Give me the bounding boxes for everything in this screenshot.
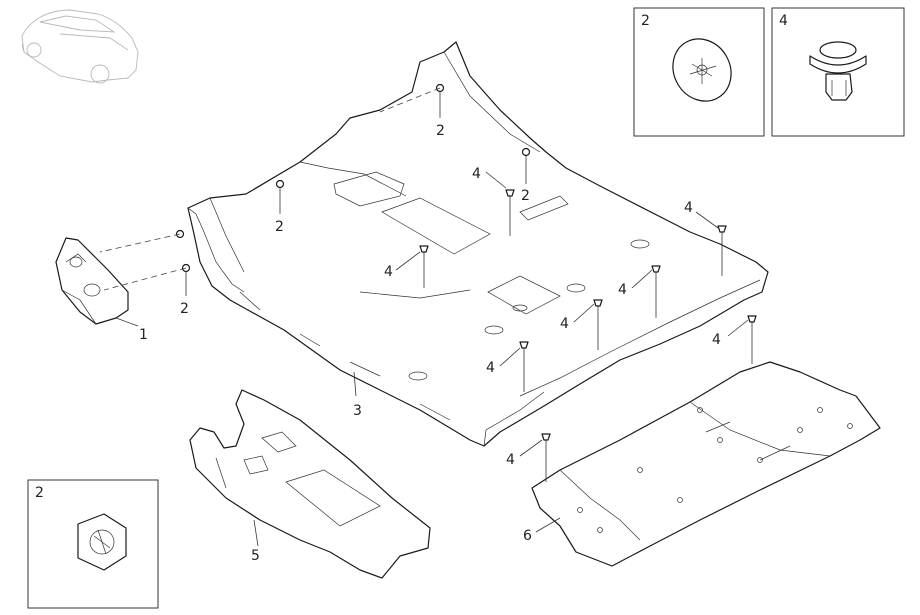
callout-4: 4 [618,282,627,298]
vehicle-thumbnail [21,9,139,84]
detail-label-2: 2 [35,485,44,501]
callout-5: 5 [251,548,260,564]
callout-4: 4 [506,452,515,468]
callout-2: 2 [436,123,445,139]
detail-label-2: 2 [641,13,650,29]
callout-6: 6 [523,528,532,544]
clip-fastener-group [419,189,757,482]
push-nut-fastener-group [99,83,531,291]
floor-carpet-part [187,41,769,447]
detail-box-push-nut-top: 2 [633,7,765,137]
hex-nut-icon [77,513,127,571]
clip-fastener-icon [809,41,867,101]
detail-box-clip: 4 [771,7,905,137]
callout-2: 2 [180,301,189,317]
callout-4: 4 [486,360,495,376]
detail-label-4: 4 [779,13,788,29]
callout-4: 4 [712,332,721,348]
callout-2: 2 [521,188,530,204]
callout-4: 4 [472,166,481,182]
callout-2: 2 [275,219,284,235]
callout-leaders [115,92,749,547]
callout-4: 4 [384,264,393,280]
callout-3: 3 [353,403,362,419]
rear-load-panel-part [531,361,881,567]
side-trim-panel-part [55,237,129,325]
front-floor-mat-part [189,389,431,579]
callout-4: 4 [560,316,569,332]
detail-box-push-nut-bottom: 2 [27,479,159,609]
callout-1: 1 [139,327,148,343]
callout-labels: 1 2 2 2 2 3 4 4 4 4 4 4 4 4 5 6 [139,123,721,564]
callout-4: 4 [684,200,693,216]
